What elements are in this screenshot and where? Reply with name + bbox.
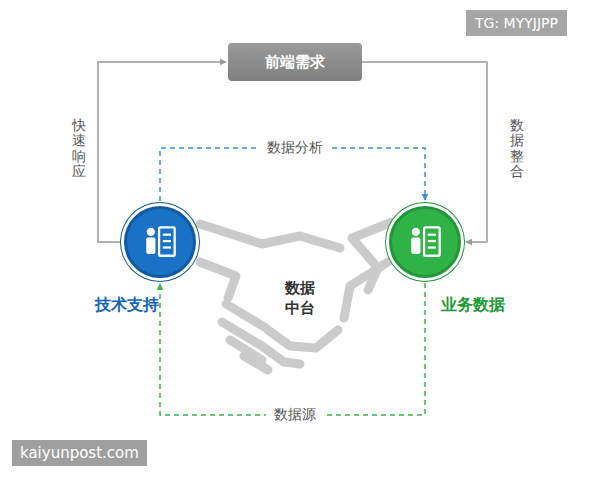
icon-stroke: [163, 246, 171, 248]
icon-stroke: [146, 237, 155, 254]
edge-label: 快速响应: [72, 118, 86, 180]
icon-stroke: [163, 234, 171, 236]
person-document-icon: [392, 209, 458, 275]
palm-edge: [262, 346, 300, 364]
icon-stroke: [424, 227, 440, 255]
edge-label: 数据源: [266, 406, 324, 424]
watermark: TG: MYYJJPP: [466, 10, 567, 36]
watermark: kaiyunpost.com: [12, 440, 147, 466]
icon-stroke: [412, 228, 420, 236]
icon-stroke: [428, 246, 436, 248]
circle-node: 业务数据: [389, 206, 461, 278]
finger: [244, 356, 268, 370]
icon-stroke: [163, 240, 171, 242]
left-sleeve: [200, 224, 340, 248]
node-heading: 业务数据: [441, 295, 505, 316]
platform-label: 数据 中台: [280, 278, 320, 319]
person-document-icon: [127, 209, 193, 275]
palm: [268, 330, 338, 348]
node-heading: 技术支持: [95, 295, 159, 316]
icon-stroke: [159, 227, 175, 255]
right-wrist: [344, 262, 388, 318]
circle-node: 技术支持: [124, 206, 196, 278]
edge-label: 数据整合: [510, 118, 524, 180]
process-box: 前端需求: [228, 43, 362, 81]
icon-stroke: [428, 240, 436, 242]
edge-label: 数据分析: [259, 139, 331, 157]
icon-stroke: [428, 234, 436, 236]
icon-stroke: [147, 228, 155, 236]
box-title: 前端需求: [265, 53, 325, 72]
left-wrist: [200, 262, 236, 298]
icon-stroke: [411, 237, 420, 254]
